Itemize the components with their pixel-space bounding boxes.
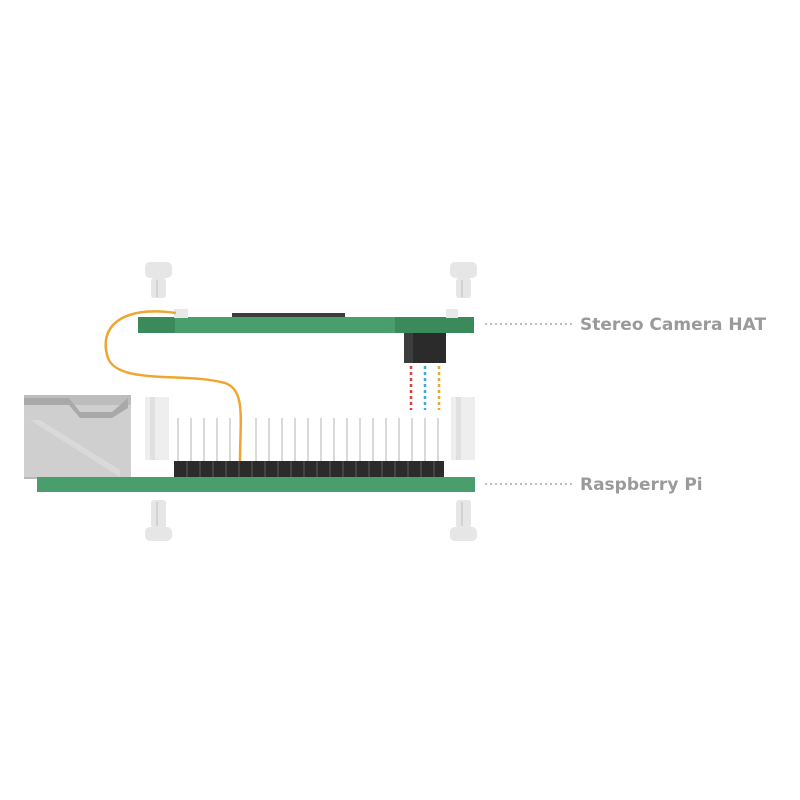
usb-port	[24, 395, 131, 479]
gpio-pins	[177, 418, 439, 463]
bottom-right-screw	[450, 500, 477, 541]
connector-wires	[409, 366, 441, 410]
stereo-camera-hat-board	[138, 309, 474, 333]
orange-cable	[104, 310, 243, 463]
gpio-header	[174, 461, 444, 477]
right-standoff	[451, 397, 475, 460]
stereo-camera-hat-label: Stereo Camera HAT	[580, 315, 766, 335]
camera-connector	[404, 333, 446, 363]
top-right-screw	[450, 262, 477, 298]
raspberry-pi-board	[37, 477, 475, 492]
left-standoff	[145, 397, 169, 460]
raspberry-pi-label: Raspberry Pi	[580, 475, 703, 495]
bottom-left-screw	[145, 500, 172, 541]
top-left-screw	[145, 262, 172, 298]
